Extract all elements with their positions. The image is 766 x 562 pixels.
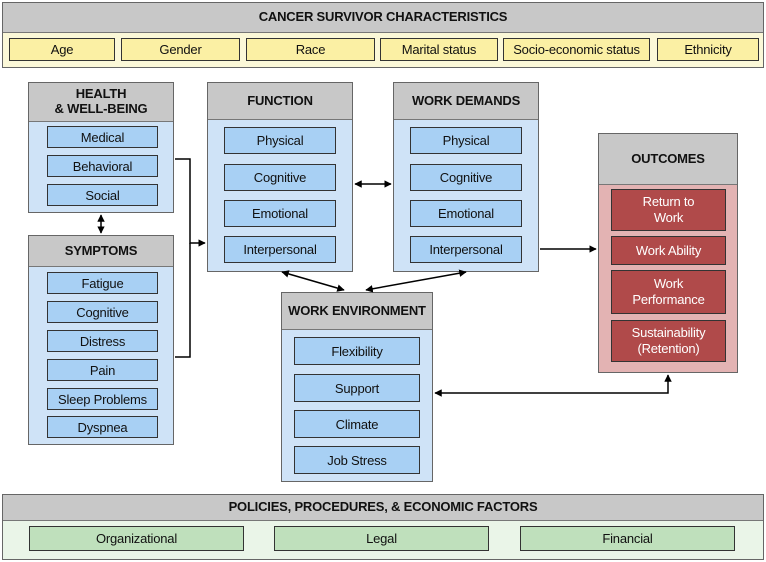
characteristics-panel: CANCER SURVIVOR CHARACTERISTICS Age Gend… [2,2,764,68]
outcome-work-performance-line2: Performance [632,292,705,307]
function-panel: FUNCTION Physical Cognitive Emotional In… [207,82,353,272]
work-environment-item-climate: Climate [294,410,420,438]
policy-organizational: Organizational [29,526,244,551]
work-demands-item-physical: Physical [410,127,522,154]
characteristic-socio-economic-status: Socio-economic status [503,38,650,61]
outcomes-panel: OUTCOMES Return to Work Work Ability Wor… [598,133,738,373]
work-environment-title: WORK ENVIRONMENT [282,293,432,330]
work-environment-panel: WORK ENVIRONMENT Flexibility Support Cli… [281,292,433,482]
outcome-work-ability-label: Work Ability [635,242,702,258]
policies-title: POLICIES, PROCEDURES, & ECONOMIC FACTORS [3,495,763,521]
policy-legal: Legal [274,526,489,551]
work-demands-panel: WORK DEMANDS Physical Cognitive Emotiona… [393,82,539,272]
arrow-work-demands-work-environment [365,269,467,293]
work-environment-item-support: Support [294,374,420,402]
outcome-return-to-work-line1: Return to [642,194,695,210]
outcomes-title: OUTCOMES [599,134,737,185]
outcome-return-to-work: Return to Work [611,189,726,231]
health-title-line2: & WELL-BEING [54,101,148,116]
health-title-line1: HEALTH [75,86,127,102]
symptoms-panel: SYMPTOMS Fatigue Cognitive Distress Pain… [28,235,174,445]
function-item-physical: Physical [224,127,336,154]
work-environment-item-flexibility: Flexibility [294,337,420,365]
work-demands-item-emotional: Emotional [410,200,522,227]
symptoms-title: SYMPTOMS [29,236,173,267]
health-item-medical: Medical [47,126,158,148]
characteristic-age: Age [9,38,115,61]
symptom-dyspnea: Dyspnea [47,416,158,438]
outcome-sustainability: Sustainability (Retention) [611,320,726,362]
arrow-function-work-environment [281,270,345,292]
arrow-work-environment-outcomes [434,374,672,397]
symptom-sleep-problems: Sleep Problems [47,388,158,410]
outcome-sustainability-line1: Sustainability [631,325,706,341]
work-demands-item-cognitive: Cognitive [410,164,522,191]
characteristic-gender: Gender [121,38,240,61]
outcome-work-performance: Work Performance [611,270,726,314]
symptom-distress: Distress [47,330,158,352]
health-item-social: Social [47,184,158,206]
health-title: HEALTH & WELL-BEING [29,83,173,122]
policies-panel: POLICIES, PROCEDURES, & ECONOMIC FACTORS… [2,494,764,560]
health-item-behavioral: Behavioral [47,155,158,177]
characteristics-title: CANCER SURVIVOR CHARACTERISTICS [3,3,763,33]
symptom-pain: Pain [47,359,158,381]
outcome-sustainability-line2: (Retention) [637,341,700,356]
function-title: FUNCTION [208,83,352,120]
work-demands-item-interpersonal: Interpersonal [410,236,522,263]
health-panel: HEALTH & WELL-BEING Medical Behavioral S… [28,82,174,213]
symptom-fatigue: Fatigue [47,272,158,294]
characteristic-marital-status: Marital status [380,38,498,61]
arrow-health-to-function [175,158,206,247]
function-item-interpersonal: Interpersonal [224,236,336,263]
work-environment-item-job-stress: Job Stress [294,446,420,474]
symptom-cognitive: Cognitive [47,301,158,323]
line-symptoms-to-function [175,243,191,358]
policy-financial: Financial [520,526,735,551]
characteristic-race: Race [246,38,375,61]
function-item-cognitive: Cognitive [224,164,336,191]
characteristic-ethnicity: Ethnicity [657,38,759,61]
outcome-work-ability: Work Ability [611,236,726,265]
outcome-work-performance-line1: Work [653,276,684,292]
work-demands-title: WORK DEMANDS [394,83,538,120]
outcome-return-to-work-line2: Work [653,210,684,225]
function-item-emotional: Emotional [224,200,336,227]
